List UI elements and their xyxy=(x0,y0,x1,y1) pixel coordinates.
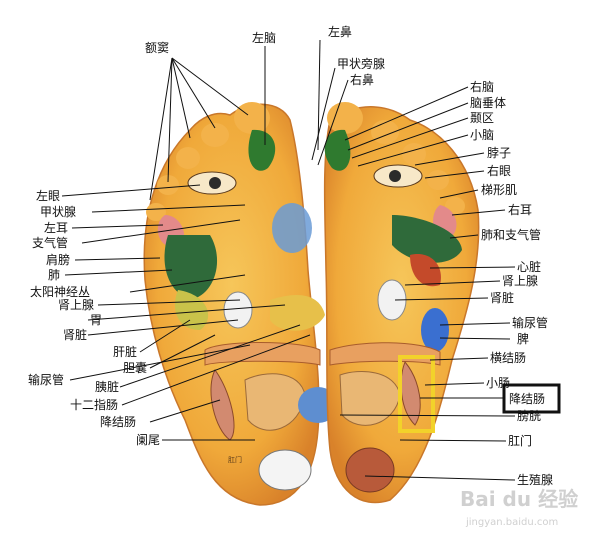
label-descending-colon-r: 降结肠 xyxy=(509,392,545,406)
label-kidney-r: 肾脏 xyxy=(490,290,514,305)
label-genital: 生殖腺 xyxy=(517,472,553,487)
left-brain-region xyxy=(248,129,276,171)
left-kidney-region xyxy=(223,291,253,329)
label-neck: 脖子 xyxy=(487,146,511,160)
label-set: 额窦 左脑 左鼻 甲状旁腺 右鼻 右脑 脑垂体 颞区 小脑 脖子 右眼 梯形肌 … xyxy=(28,24,553,487)
right-lung-region xyxy=(392,215,462,263)
right-toe-4 xyxy=(427,170,449,190)
label-transverse-colon: 横结肠 xyxy=(490,351,526,365)
right-colon-region xyxy=(329,342,441,366)
left-toe-3 xyxy=(176,147,200,169)
label-right-eye: 右眼 xyxy=(487,163,511,178)
label-bladder: 膀胱 xyxy=(517,408,541,423)
left-pancreas-region xyxy=(270,295,325,331)
label-left-nose: 左鼻 xyxy=(328,24,352,39)
label-sinus: 额窦 xyxy=(145,41,169,55)
label-right-ear: 右耳 xyxy=(508,202,532,217)
label-descending-colon-l: 降结肠 xyxy=(100,415,136,429)
label-adrenal-r: 肾上腺 xyxy=(502,274,538,288)
label-lung: 肺 xyxy=(48,268,60,282)
left-eye-pupil xyxy=(209,177,221,189)
left-genital-region xyxy=(258,449,312,491)
right-toe-3 xyxy=(402,143,426,165)
label-appendix: 阑尾 xyxy=(136,432,160,447)
label-lung-bronchi-r: 肺和支气管 xyxy=(481,227,541,242)
spleen-region xyxy=(421,308,449,352)
label-stomach: 胃 xyxy=(90,313,102,327)
label-left-eye: 左眼 xyxy=(36,188,60,203)
black-highlight-box xyxy=(502,383,561,414)
label-shoulder: 肩膀 xyxy=(46,252,70,267)
left-big-toe xyxy=(234,102,270,134)
label-ureter-r: 输尿管 xyxy=(512,315,548,330)
left-foot xyxy=(143,102,338,506)
yellow-highlight-box xyxy=(398,355,435,433)
label-adrenal-l: 肾上腺 xyxy=(58,298,94,312)
label-spleen: 脾 xyxy=(517,331,529,346)
label-liver: 肝脏 xyxy=(113,344,137,359)
left-liver-region xyxy=(174,290,209,330)
left-toe-5 xyxy=(146,203,166,221)
label-duodenum: 十二指肠 xyxy=(70,397,118,412)
right-foot xyxy=(323,102,480,504)
label-pancreas: 胰脏 xyxy=(95,379,119,394)
leader-lines xyxy=(61,39,516,481)
label-right-nose: 右鼻 xyxy=(350,72,374,87)
label-cerebellum: 小脑 xyxy=(470,128,494,142)
label-bronchi: 支气管 xyxy=(32,235,68,250)
label-trapezius: 梯形肌 xyxy=(481,183,517,197)
watermark-sub: jingyan.baidu.com xyxy=(465,517,558,528)
watermark-main: Bai du 经验 xyxy=(460,487,578,511)
left-nose-region xyxy=(272,203,312,253)
left-toe-4 xyxy=(157,175,179,195)
label-ureter-l: 输尿管 xyxy=(28,372,64,387)
label-thyroid: 甲状腺 xyxy=(40,205,76,219)
left-colon-region xyxy=(204,342,321,366)
label-left-brain: 左脑 xyxy=(252,30,276,45)
label-pituitary: 脑垂体 xyxy=(470,96,506,110)
label-gallbladder: 胆囊 xyxy=(123,360,147,375)
right-big-toe xyxy=(327,102,363,134)
label-kidney-l: 肾脏 xyxy=(63,327,87,342)
right-genital-region xyxy=(345,447,395,493)
label-left-ear: 左耳 xyxy=(44,220,68,235)
watermark: Bai du 经验 jingyan.baidu.com xyxy=(460,487,578,528)
label-parathyroid: 甲状旁腺 xyxy=(337,56,385,71)
label-solar-plexus: 太阳神经丛 xyxy=(30,284,90,299)
label-temporal: 颞区 xyxy=(470,111,494,125)
label-foot-anus-mark: 肛门 xyxy=(228,455,242,464)
heart-region xyxy=(410,254,441,287)
label-anus: 肛门 xyxy=(508,433,532,448)
label-small-intestine: 小肠 xyxy=(486,376,510,390)
left-lung-region xyxy=(164,235,218,300)
left-toe-2 xyxy=(201,123,229,147)
label-right-brain: 右脑 xyxy=(470,79,494,94)
right-eye-pupil xyxy=(389,170,401,182)
label-heart: 心脏 xyxy=(517,259,541,274)
right-brain-region xyxy=(324,129,351,171)
